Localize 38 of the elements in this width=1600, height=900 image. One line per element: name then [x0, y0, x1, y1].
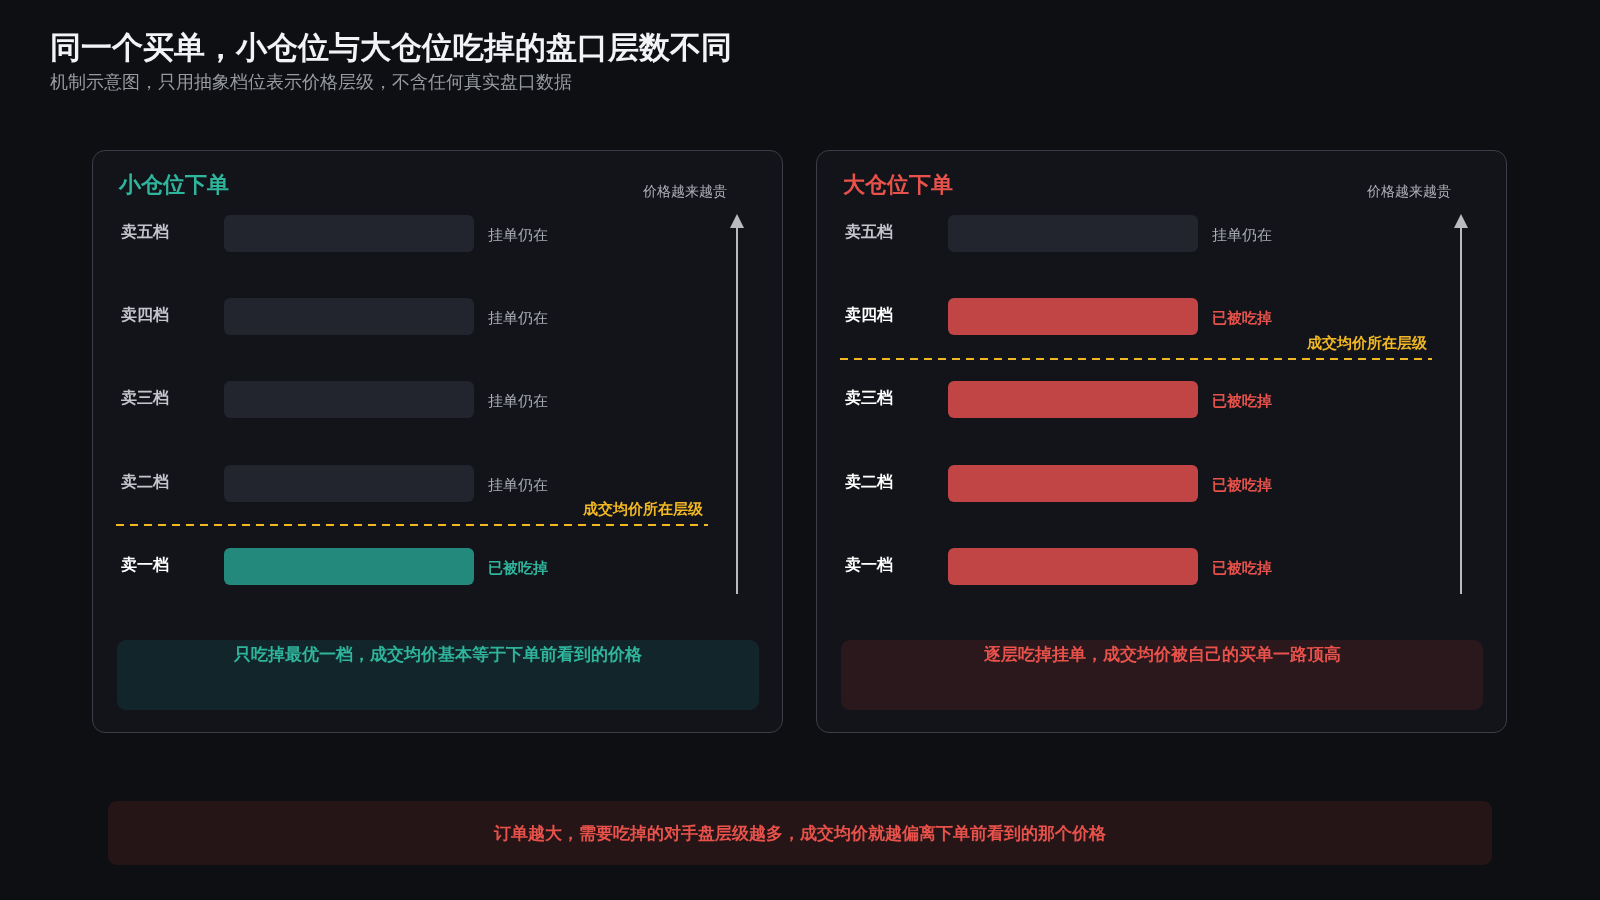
level-label: 卖一档 — [845, 555, 893, 575]
status-label: 挂单仍在 — [488, 476, 548, 495]
level-label: 卖四档 — [845, 305, 893, 325]
level-bar — [948, 547, 1198, 585]
title: 同一个买单，小仓位与大仓位吃掉的盘口层数不同 — [50, 29, 732, 65]
status-label: 已被吃掉 — [1212, 559, 1272, 578]
status-label: 挂单仍在 — [488, 226, 548, 245]
panel-heading: 大仓位下单 — [843, 172, 953, 198]
level-bar — [948, 380, 1198, 418]
status-label: 已被吃掉 — [1212, 309, 1272, 328]
level-label: 卖四档 — [121, 305, 169, 325]
panel-heading: 小仓位下单 — [119, 172, 229, 198]
panel — [92, 150, 783, 733]
level-bar — [224, 547, 474, 585]
note-box: 逐层吃掉挂单，成交均价被自己的买单一路顶高 — [841, 640, 1483, 710]
level-label: 卖三档 — [845, 388, 893, 408]
line-label: 成交均价所在层级 — [583, 500, 703, 519]
status-label: 已被吃掉 — [488, 559, 548, 578]
level-bar — [948, 464, 1198, 502]
level-label: 卖二档 — [845, 472, 893, 492]
level-label: 卖一档 — [121, 555, 169, 575]
status-label: 已被吃掉 — [1212, 392, 1272, 411]
axis-label: 价格越来越贵 — [643, 182, 727, 200]
subtitle: 机制示意图，只用抽象档位表示价格层级，不含任何真实盘口数据 — [50, 71, 572, 93]
line-label: 成交均价所在层级 — [1307, 334, 1427, 353]
status-label: 挂单仍在 — [488, 309, 548, 328]
axis-label: 价格越来越贵 — [1367, 182, 1451, 200]
status-label: 挂单仍在 — [1212, 226, 1272, 245]
level-label: 卖三档 — [121, 388, 169, 408]
status-label: 挂单仍在 — [488, 392, 548, 411]
level-bar — [948, 297, 1198, 335]
note-box: 只吃掉最优一档，成交均价基本等于下单前看到的价格 — [117, 640, 759, 710]
status-label: 已被吃掉 — [1212, 476, 1272, 495]
panel — [816, 150, 1507, 733]
level-label: 卖二档 — [121, 472, 169, 492]
level-label: 卖五档 — [121, 222, 169, 242]
banner: 订单越大，需要吃掉的对手盘层级越多，成交均价就越偏离下单前看到的那个价格 — [108, 801, 1492, 865]
level-label: 卖五档 — [845, 222, 893, 242]
